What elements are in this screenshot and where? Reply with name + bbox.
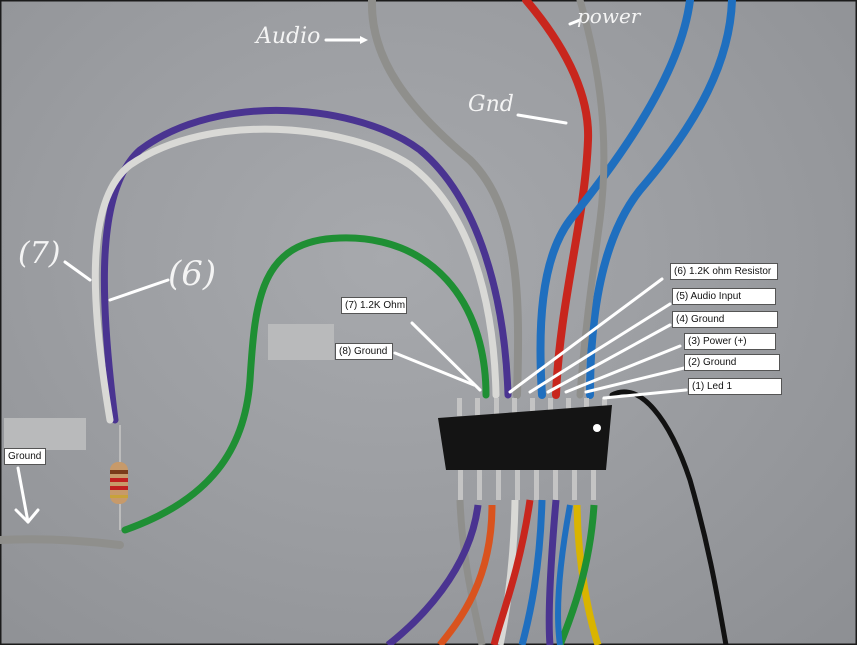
bottom-wire-yellow bbox=[573, 504, 602, 645]
handwritten-seven: (7) bbox=[18, 236, 61, 271]
redaction-block bbox=[268, 324, 334, 360]
blue-wire-1 bbox=[536, 0, 694, 399]
chip-pins-bottom bbox=[458, 470, 596, 500]
bottom-wire-green bbox=[556, 504, 598, 645]
power-wire bbox=[522, 0, 593, 399]
green-wire bbox=[121, 234, 490, 534]
handwritten-power: power bbox=[577, 4, 641, 28]
handwritten-gnd: Gnd bbox=[468, 92, 514, 117]
resistor-band-1 bbox=[110, 470, 128, 474]
blue-wire-2 bbox=[586, 0, 736, 399]
bottom-wire-blue bbox=[518, 499, 546, 645]
annotation-lines bbox=[14, 18, 688, 524]
audio-wire bbox=[367, 0, 523, 399]
label-pin3: (3) Power (+) bbox=[684, 333, 776, 350]
audio-arrow-head bbox=[360, 36, 368, 44]
bottom-wire-gray bbox=[456, 499, 486, 645]
bottom-wire-blue-2 bbox=[555, 504, 573, 645]
bottom-wire-purple-2 bbox=[545, 499, 560, 645]
black-wire bbox=[609, 389, 729, 645]
label-pin4: (4) Ground bbox=[672, 311, 778, 328]
bottom-wire-purple bbox=[385, 504, 482, 645]
label-pin7: (7) 1.2K Ohm bbox=[341, 297, 407, 314]
ic-chip bbox=[438, 405, 612, 470]
chip-pin1-marker bbox=[593, 424, 601, 432]
label-pin8: (8) Ground bbox=[335, 343, 393, 360]
resistor-band-4 bbox=[110, 495, 128, 498]
bottom-wire-red bbox=[490, 499, 534, 645]
purple-wire bbox=[100, 106, 512, 424]
label-pin5: (5) Audio Input bbox=[672, 288, 776, 305]
label-pin1: (1) Led 1 bbox=[688, 378, 782, 395]
label-ground: Ground bbox=[4, 448, 46, 465]
resistor-band-2 bbox=[110, 478, 128, 482]
handwritten-six: (6) bbox=[168, 254, 217, 294]
resistor-band-3 bbox=[110, 486, 128, 490]
ground-wire bbox=[0, 535, 124, 549]
label-pin2: (2) Ground bbox=[684, 354, 780, 371]
redaction-block-2 bbox=[4, 418, 86, 450]
label-pin6: (6) 1.2K ohm Resistor bbox=[670, 263, 778, 280]
handwritten-audio: Audio bbox=[256, 24, 321, 49]
bottom-wire-orange bbox=[437, 504, 496, 645]
white-wire bbox=[91, 125, 500, 424]
